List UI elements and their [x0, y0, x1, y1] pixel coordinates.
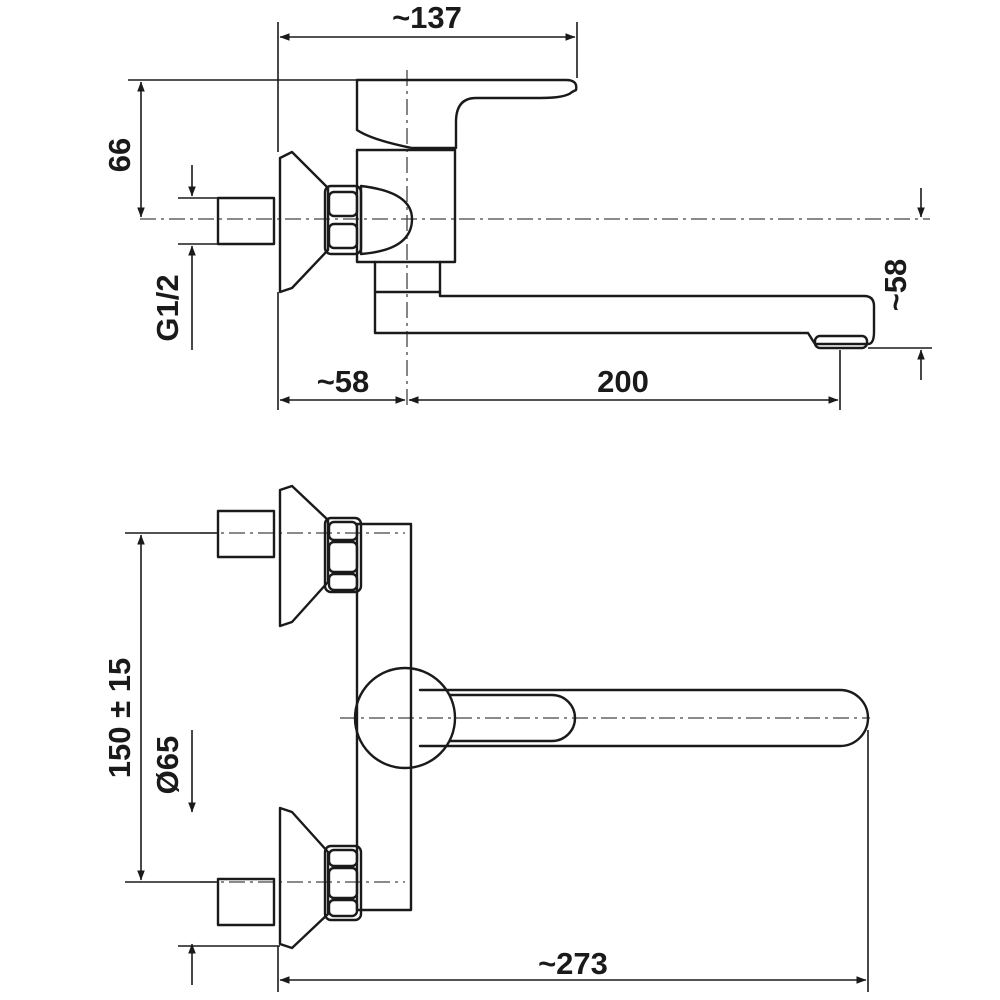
top-upper-hex-nut-face-a	[327, 520, 359, 542]
top-lever-handle	[448, 693, 577, 743]
side-hex-nut-upper-face	[327, 190, 359, 218]
side-union-connector	[359, 184, 414, 256]
top-lower-inlet-pipe	[216, 877, 276, 927]
top-upper-hex-nut	[323, 516, 363, 594]
top-upper-hex-nut-face-b	[327, 540, 359, 574]
side-inlet-pipe	[216, 196, 276, 246]
dim-g12-label: G1/2	[150, 274, 185, 341]
side-mixer-body	[355, 148, 457, 264]
top-upper-wall-flange	[278, 484, 330, 628]
dim-58h-label: ~58	[317, 364, 370, 399]
top-spout	[418, 688, 870, 748]
top-lower-hex-nut-face-c	[327, 898, 359, 918]
dim-273-label: ~273	[538, 946, 608, 981]
top-lower-hex-nut-face-b	[327, 866, 359, 900]
top-lever-hub	[353, 666, 457, 770]
top-upper-inlet-pipe	[216, 509, 276, 559]
side-hex-nut	[323, 184, 363, 256]
dim-137-label: ~137	[392, 0, 462, 35]
side-view: ~137 66 G1/2 ~58 ~58 200	[102, 0, 932, 410]
top-mixer-body	[355, 522, 413, 912]
dim-200-label: 200	[597, 364, 649, 399]
side-spout	[373, 260, 876, 346]
side-aerator	[813, 334, 869, 350]
top-upper-inlet	[216, 484, 363, 628]
top-view: 150 ± 15 Ø65 ~273	[102, 484, 870, 992]
side-wall-flange	[278, 150, 330, 294]
side-lever-handle	[355, 78, 578, 150]
side-hex-nut-lower-face	[327, 222, 359, 250]
top-upper-hex-nut-face-c	[327, 572, 359, 592]
top-lower-hex-nut	[323, 844, 363, 922]
dim-65-label: Ø65	[150, 736, 185, 795]
dim-66-label: 66	[102, 138, 137, 172]
dim-150-label: 150 ± 15	[102, 658, 137, 778]
top-lower-inlet	[216, 806, 363, 950]
top-lower-hex-nut-face-a	[327, 848, 359, 868]
dim-58v-label: ~58	[878, 259, 913, 312]
top-lower-wall-flange	[278, 806, 330, 950]
